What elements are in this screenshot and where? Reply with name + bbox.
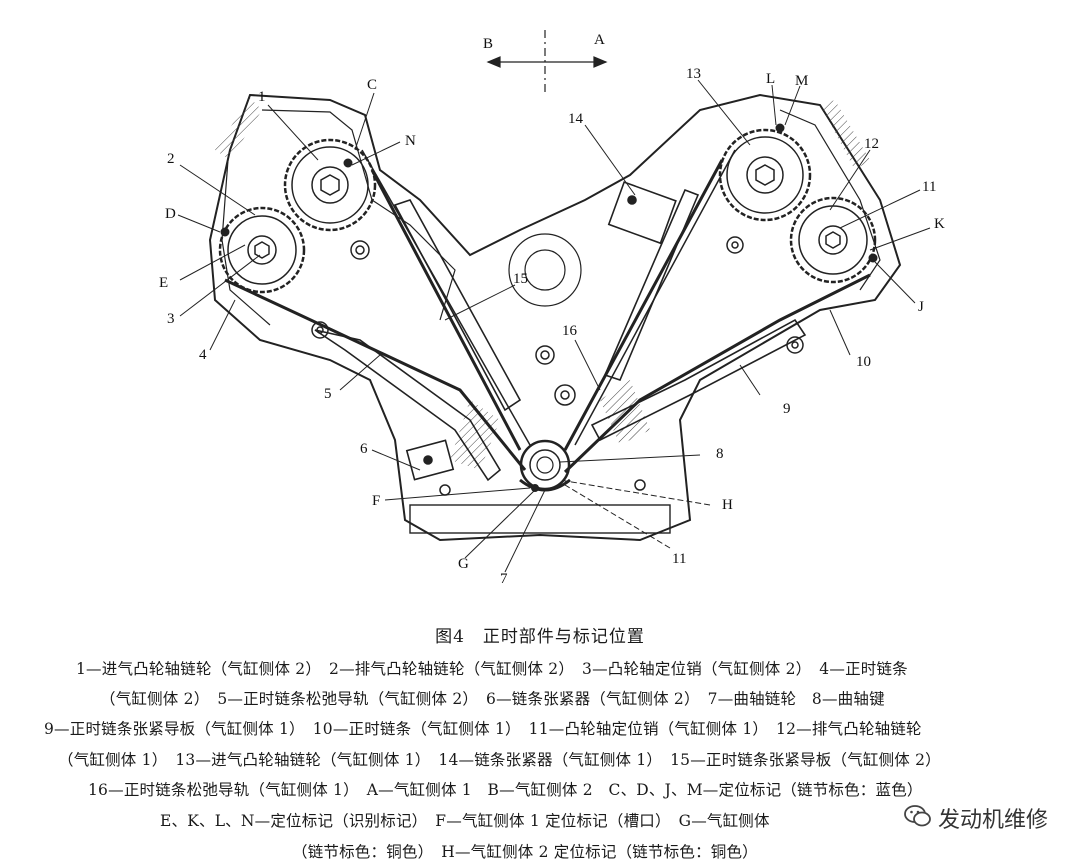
- callout-d: D: [165, 206, 176, 222]
- callout-9: 9: [783, 401, 791, 417]
- callout-10: 10: [856, 354, 871, 370]
- callout-7: 7: [500, 571, 508, 587]
- callout-c: C: [367, 77, 378, 93]
- callout-6: 6: [360, 441, 368, 457]
- chain-guides: [314, 188, 807, 482]
- bank1-intake-camshaft-sprocket: [718, 123, 812, 222]
- housing-bolts: [311, 233, 804, 496]
- legend-line-6: E、K、L、N—定位标记（识别标记） F—气缸侧体 1 定位标记（槽口） G—气…: [160, 812, 770, 830]
- watermark: 发动机维修: [897, 800, 1054, 836]
- bank2-intake-camshaft-sprocket: [283, 138, 377, 232]
- leader-lines: [177, 79, 931, 573]
- housing-hatched-regions: [215, 98, 870, 470]
- callout-k: K: [934, 216, 945, 232]
- timing-components-diagram: [177, 30, 931, 573]
- callout-m: M: [795, 73, 809, 89]
- direction-label-a: A: [594, 32, 605, 48]
- legend-line-5: 16—正时链条松弛导轨（气缸侧体 1） A—气缸侧体 1 B—气缸侧体 2 C、…: [88, 781, 923, 799]
- callout-13: 13: [686, 66, 701, 82]
- figure-caption: 图4 正时部件与标记位置: [0, 622, 1080, 653]
- chain-tensioners: [405, 181, 677, 481]
- wechat-icon: [904, 804, 932, 832]
- callout-3: 3: [167, 311, 175, 327]
- direction-label-b: B: [483, 36, 494, 52]
- callout-14: 14: [568, 111, 583, 127]
- callout-e: E: [159, 275, 169, 291]
- bank1-exhaust-camshaft-sprocket: [789, 196, 878, 284]
- callout-l: L: [766, 71, 776, 87]
- legend-line-7: （链节标色：铜色） H—气缸侧体 2 定位标记（链节标色：铜色）: [292, 843, 758, 861]
- callout-11-crank: 11: [672, 551, 687, 567]
- callout-11: 11: [922, 179, 937, 195]
- watermark-text: 发动机维修: [937, 808, 1048, 833]
- callout-4: 4: [199, 347, 207, 363]
- callout-15: 15: [513, 271, 528, 287]
- callout-h: H: [722, 497, 733, 513]
- direction-indicator: [486, 30, 608, 96]
- callout-1: 1: [258, 89, 266, 105]
- callout-8: 8: [716, 446, 724, 462]
- legend-line-3: 9—正时链条张紧导板（气缸侧体 1） 10—正时链条（气缸侧体 1） 11—凸轮…: [44, 720, 922, 738]
- callout-16: 16: [562, 323, 577, 339]
- legend-line-1: 1—进气凸轮轴链轮（气缸侧体 2） 2—排气凸轮轴链轮（气缸侧体 2） 3—凸轮…: [76, 660, 908, 678]
- callout-f: F: [372, 493, 381, 509]
- figure-title: 图4 正时部件与标记位置: [435, 627, 645, 647]
- callout-n: N: [405, 133, 416, 149]
- callout-12: 12: [864, 136, 879, 152]
- legend-line-2: （气缸侧体 2） 5—正时链条松弛导轨（气缸侧体 2） 6—链条张紧器（气缸侧体…: [100, 690, 885, 708]
- callout-j: J: [918, 299, 924, 315]
- legend-line-4: （气缸侧体 1） 13—进气凸轮轴链轮（气缸侧体 1） 14—链条张紧器（气缸侧…: [58, 751, 941, 769]
- callout-g: G: [458, 556, 469, 572]
- engine-housing-outline: [208, 93, 902, 542]
- bank2-exhaust-camshaft-sprocket: [218, 206, 306, 294]
- callout-2: 2: [167, 151, 175, 167]
- callout-5: 5: [324, 386, 332, 402]
